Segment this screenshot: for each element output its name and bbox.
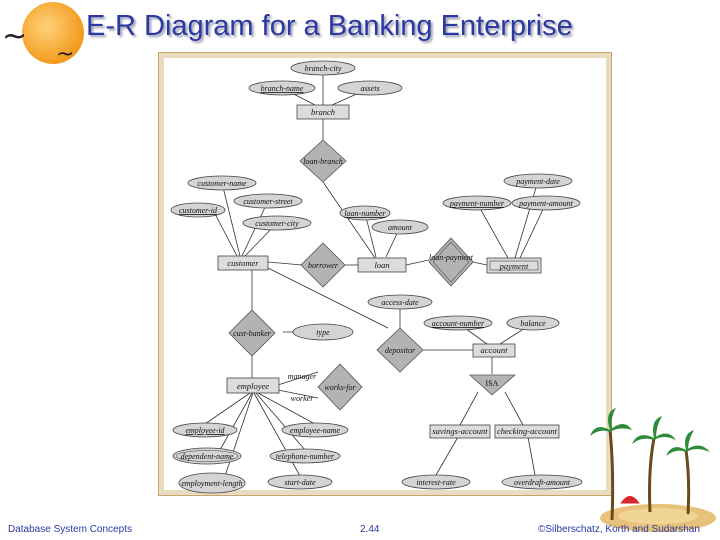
connector-lines — [204, 74, 547, 477]
attr-branch-city: branch-city — [305, 64, 342, 73]
entity-boxes — [217, 104, 560, 439]
attr-overdraft-amount: overdraft-amount — [514, 478, 571, 487]
relationship-depositor: depositor — [385, 346, 416, 355]
slide-title: E-R Diagram for a Banking Enterprise — [86, 10, 573, 42]
entity-checking-account: checking-account — [497, 426, 558, 436]
attr-payment-number: payment-number — [449, 199, 505, 208]
isa-triangle — [468, 374, 517, 396]
attr-assets: assets — [360, 84, 379, 93]
relationship-diamonds — [228, 139, 474, 411]
weak-relationship-inner — [432, 241, 470, 283]
palm-island-icon — [590, 408, 716, 532]
role-worker: worker — [291, 394, 315, 403]
entity-customer: customer — [227, 258, 259, 268]
entity-payment: payment — [499, 261, 529, 271]
attr-type: type — [316, 328, 330, 337]
entity-savings-account: savings-account — [432, 426, 488, 436]
attribute-ellipses — [170, 60, 583, 494]
entity-account: account — [481, 345, 509, 355]
attr-employment-length: employment-length — [181, 479, 242, 488]
attr-amount: amount — [388, 223, 413, 232]
attr-loan-number: loan-number — [344, 209, 386, 218]
attr-employee-name: employee-name — [290, 426, 341, 435]
attr-access-date: access-date — [381, 298, 419, 307]
attr-customer-city: customer-city — [255, 219, 299, 228]
attr-payment-date: payment-date — [515, 177, 560, 186]
attr-dependent-name: dependent-name — [181, 452, 234, 461]
attr-customer-street: customer-street — [243, 197, 293, 206]
relationship-cust-banker: cust-banker — [233, 329, 272, 338]
attr-branch-name: branch-name — [261, 84, 304, 93]
role-manager: manager — [288, 372, 317, 381]
entity-loan: loan — [374, 260, 389, 270]
entity-employee: employee — [237, 381, 269, 391]
attr-interest-rate: interest-rate — [416, 478, 456, 487]
attr-start-date: start-date — [284, 478, 316, 487]
diagram-frame — [158, 52, 612, 496]
attr-customer-id: customer-id — [179, 206, 218, 215]
attr-customer-name: customer-name — [197, 179, 247, 188]
multivalued-inner-ring — [175, 450, 239, 462]
entity-branch: branch — [311, 107, 335, 117]
bird-icon-small: ~ — [56, 42, 75, 67]
relationship-borrower: borrower — [308, 261, 339, 270]
relationship-loan-payment: loan-payment — [429, 253, 474, 262]
relationship-isa: ISA — [486, 379, 499, 388]
footer-course: Database System Concepts — [8, 524, 132, 535]
footer-page-number: 2.44 — [360, 524, 380, 535]
weak-entity-inner — [489, 260, 539, 271]
attr-employee-id: employee-id — [185, 426, 225, 435]
sun-logo-icon — [22, 2, 84, 64]
relationship-works-for: works-for — [324, 383, 356, 392]
bird-icon: ~ — [2, 19, 28, 54]
footer-copyright: ©Silberschatz, Korth and Sudarshan — [538, 524, 700, 535]
attr-payment-amount: payment-amount — [518, 199, 574, 208]
attr-account-number: account-number — [432, 319, 485, 328]
attr-balance: balance — [520, 319, 546, 328]
attr-telephone-number: telephone-number — [276, 452, 335, 461]
relationship-loan-branch: loan-branch — [303, 157, 343, 166]
